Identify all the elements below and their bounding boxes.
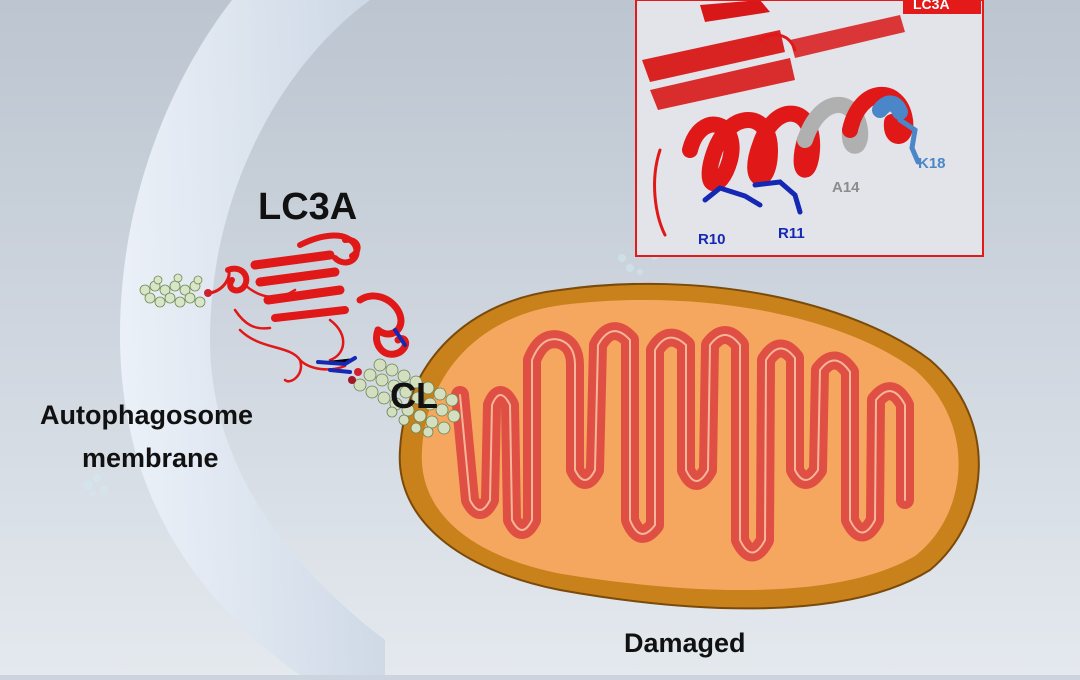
faint-lipid-cluster-left	[83, 474, 108, 497]
mitochondrion-cristae-highlight	[459, 330, 906, 554]
damaged-label: Damaged	[624, 628, 746, 658]
cardiolipin-cluster	[348, 358, 461, 438]
autophagosome-membrane	[120, 0, 385, 675]
lc3a-label: LC3A	[258, 186, 358, 228]
lipid-anchor	[139, 273, 212, 308]
inset-sidechains	[702, 117, 921, 215]
cl-label: CL	[390, 375, 438, 416]
inset-beta-sheets	[642, 0, 905, 110]
mitochondrion	[398, 282, 980, 610]
lc3a-arginine-sidechains	[316, 328, 407, 374]
residue-k18: K18	[918, 155, 946, 172]
residue-r10: R10	[698, 231, 726, 248]
inset-tag: LC3A	[913, 0, 950, 12]
residue-a14: A14	[832, 179, 860, 196]
inset-tag-background	[903, 0, 981, 14]
autophagosome-label-line2: membrane	[82, 443, 219, 473]
residue-r11: R11	[778, 225, 805, 242]
lc3a-inset	[635, 0, 984, 257]
inset-helix	[653, 33, 914, 237]
autophagosome-label-line1: Autophagosome	[40, 400, 253, 430]
